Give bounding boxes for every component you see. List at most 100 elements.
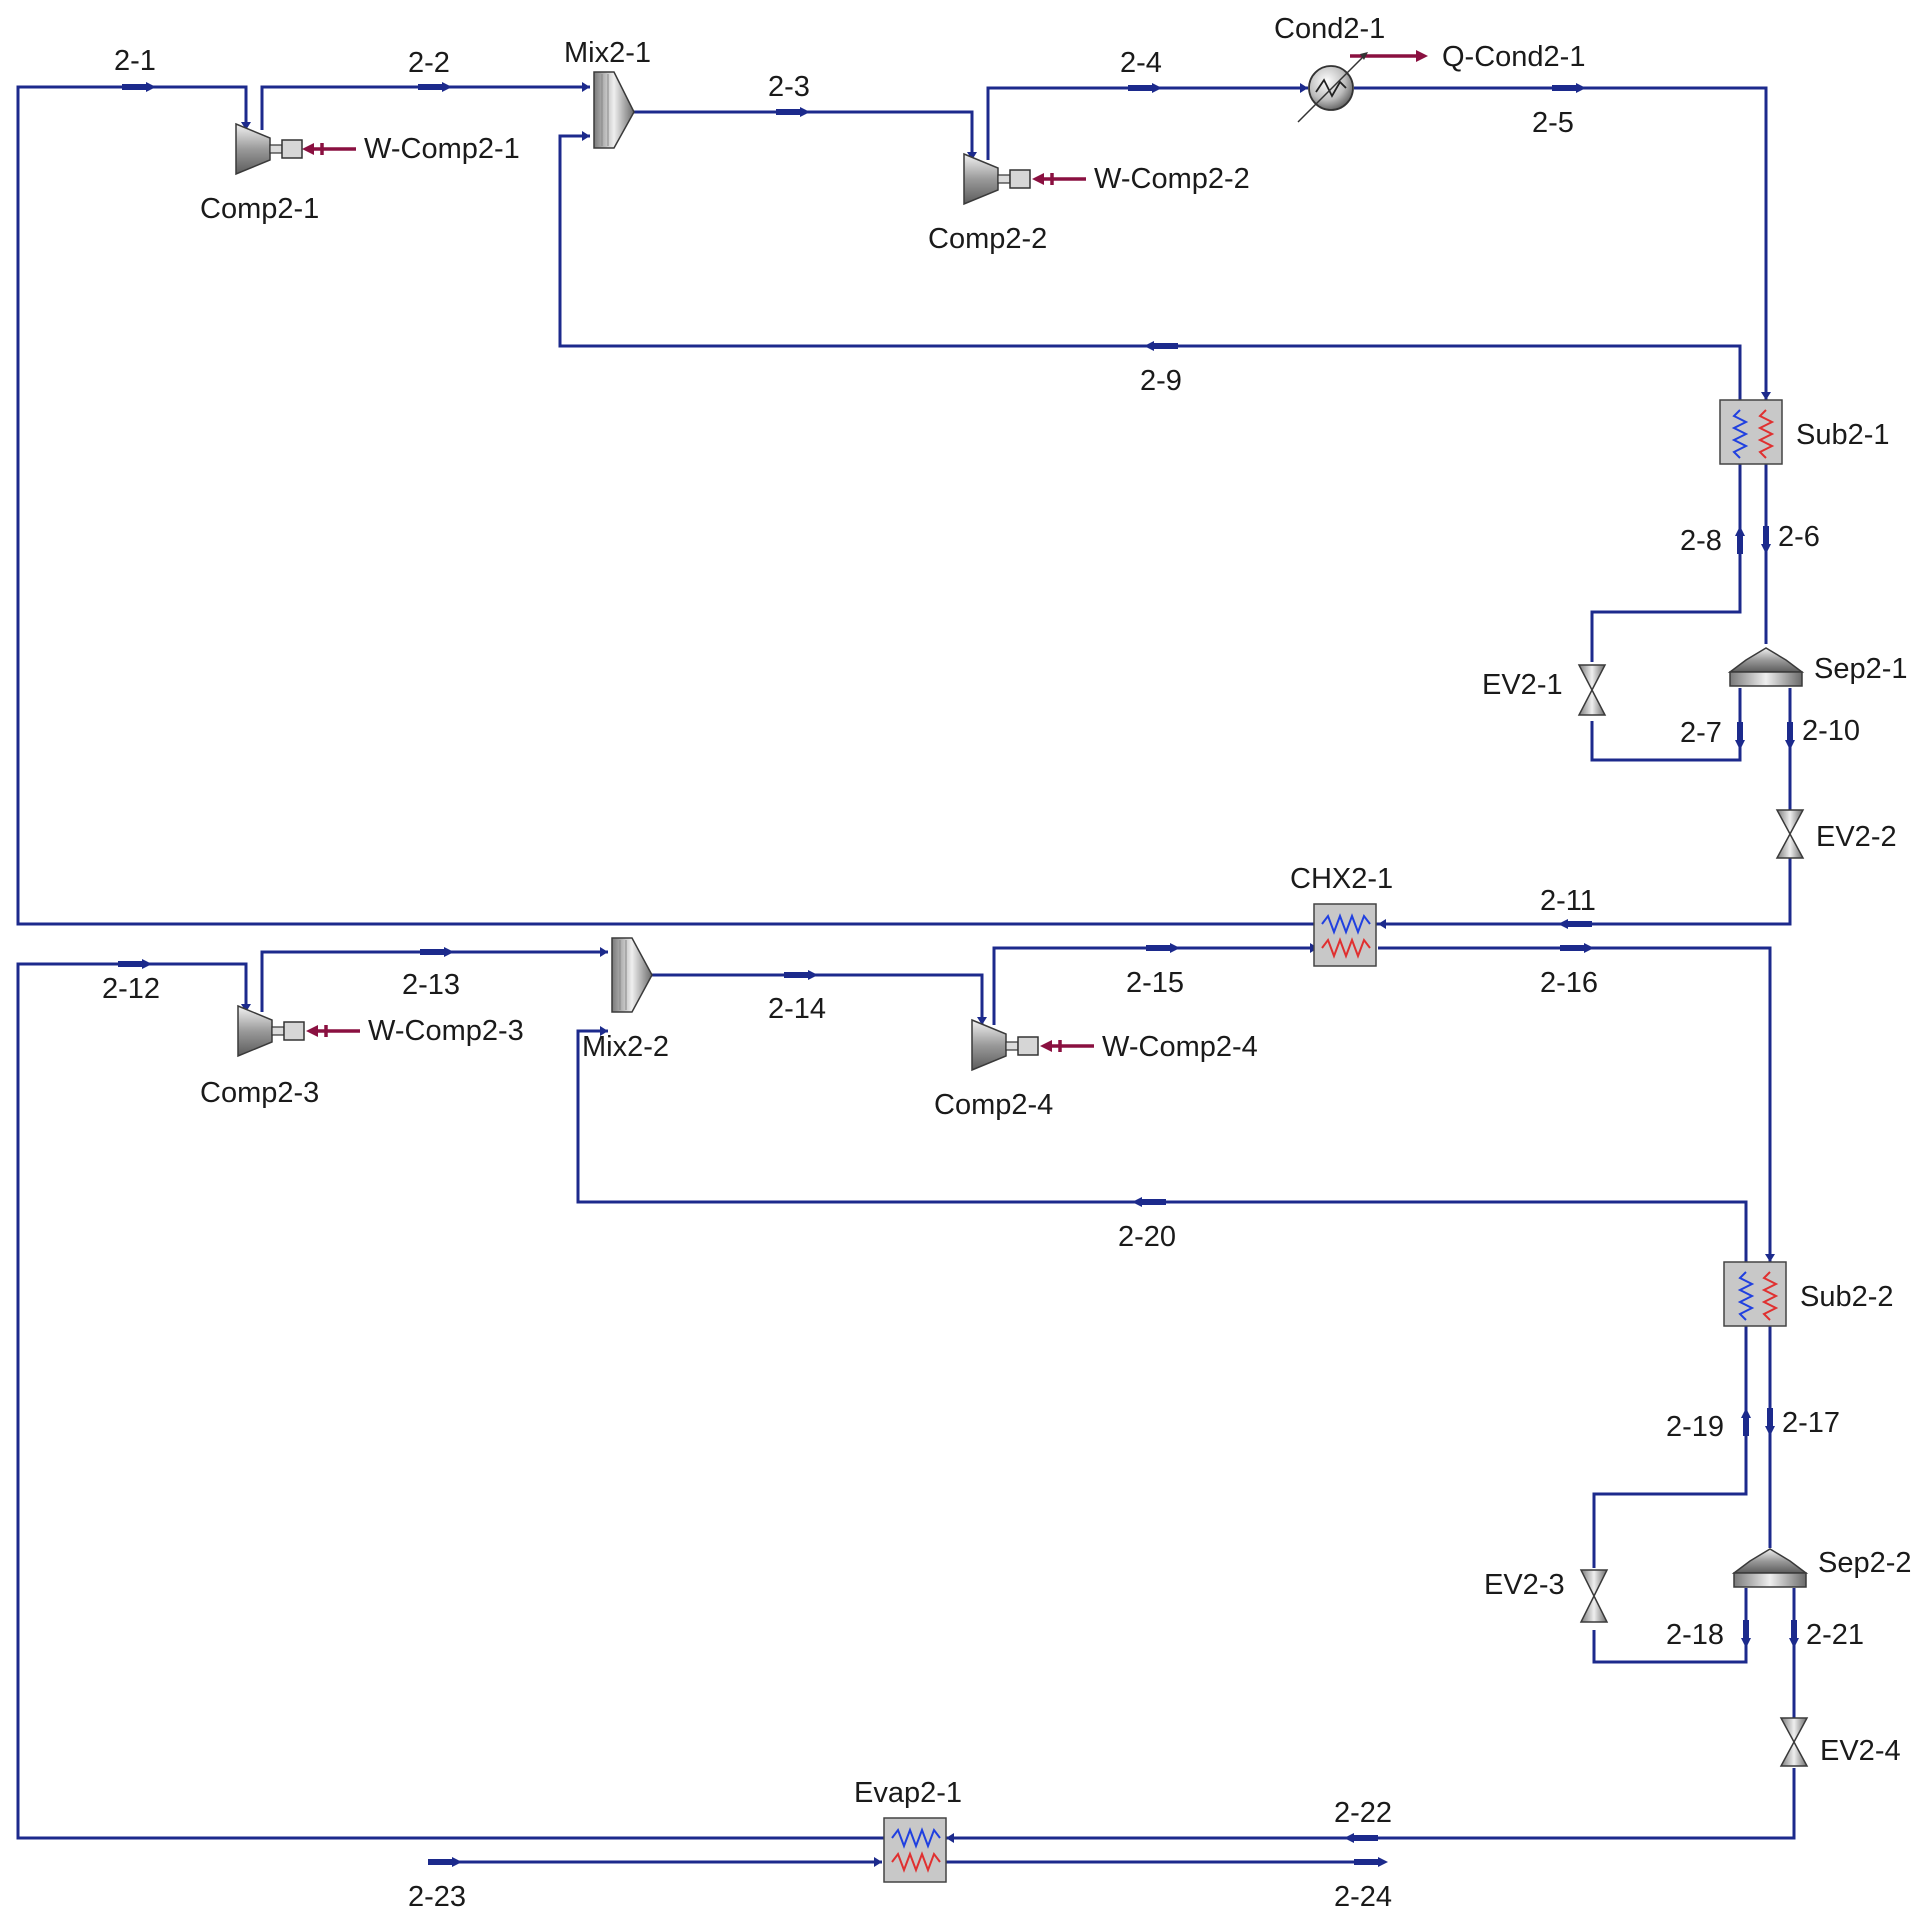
- valve-ev2-3[interactable]: [1579, 1569, 1609, 1623]
- stream-label-2-2: 2-2: [408, 47, 450, 79]
- stream-2-14-line[interactable]: [650, 973, 984, 1025]
- compressor-icon: [971, 1018, 1007, 1072]
- flow-arrow-2-10: [1785, 722, 1795, 750]
- stream-2-2-line[interactable]: [260, 85, 590, 130]
- heat-exchanger-icon: [1723, 1261, 1787, 1327]
- flow-arrow-2-13: [420, 947, 454, 957]
- flow-arrow-2-3: [776, 107, 810, 117]
- mixer-icon: [593, 71, 635, 149]
- block-labels: Comp2-1 Comp2-2 Comp2-3 Comp2-4 Mix2-1 M…: [200, 13, 1912, 1809]
- compressor-comp2-2[interactable]: [963, 152, 1031, 206]
- energy-stream-w-comp2-4[interactable]: [1040, 1040, 1094, 1052]
- flow-arrow-2-18: [1741, 1620, 1751, 1648]
- stream-2-19-line[interactable]: [1592, 1325, 1748, 1568]
- energy-label-q-cond2-1: Q-Cond2-1: [1442, 41, 1585, 73]
- stream-2-16-line[interactable]: [1378, 946, 1772, 1262]
- energy-stream-w-comp2-2[interactable]: [1032, 173, 1086, 185]
- cascade-hx-chx2-1[interactable]: [1313, 903, 1377, 967]
- flash-drum-icon: [1731, 1548, 1809, 1574]
- mixer-mix2-1[interactable]: [593, 71, 635, 149]
- energy-label-w-comp2-4: W-Comp2-4: [1102, 1031, 1258, 1063]
- condenser-cond2-1[interactable]: [1297, 52, 1368, 123]
- block-label-sub2-2: Sub2-2: [1800, 1281, 1894, 1313]
- stream-label-2-13: 2-13: [402, 969, 460, 1001]
- energy-stream-q-cond2-1[interactable]: [1350, 50, 1428, 62]
- flow-arrow-2-5: [1552, 83, 1586, 93]
- block-label-comp2-1: Comp2-1: [200, 193, 319, 225]
- separator-sep2-1[interactable]: [1727, 647, 1805, 687]
- stream-label-2-18: 2-18: [1666, 1619, 1724, 1651]
- stream-2-8-line[interactable]: [1590, 464, 1742, 662]
- flow-markers: [118, 82, 1799, 1867]
- stream-label-2-23: 2-23: [408, 1881, 466, 1913]
- compressor-comp2-3[interactable]: [237, 1004, 305, 1058]
- stream-2-5-line[interactable]: [1354, 86, 1768, 400]
- stream-label-2-3: 2-3: [768, 71, 810, 103]
- stream-2-13-line[interactable]: [260, 950, 608, 1012]
- energy-label-w-comp2-1: W-Comp2-1: [364, 133, 520, 165]
- block-label-ev2-2: EV2-2: [1816, 821, 1897, 853]
- valve-ev2-1[interactable]: [1577, 664, 1607, 716]
- block-label-sep2-2: Sep2-2: [1818, 1547, 1912, 1579]
- compressor-comp2-4[interactable]: [971, 1018, 1039, 1072]
- stream-label-2-24: 2-24: [1334, 1881, 1392, 1913]
- mixer-mix2-2[interactable]: [611, 937, 653, 1013]
- compressor-icon: [963, 152, 999, 206]
- subcooler-sub2-1[interactable]: [1719, 399, 1783, 465]
- compressor-icon: [237, 1004, 273, 1058]
- subcooler-sub2-2[interactable]: [1723, 1261, 1787, 1327]
- energy-stream-w-comp2-3[interactable]: [306, 1025, 360, 1037]
- stream-label-2-15: 2-15: [1126, 967, 1184, 999]
- energy-stream-w-comp2-1[interactable]: [302, 143, 356, 155]
- stream-lines: [16, 85, 1796, 1864]
- stream-label-2-5: 2-5: [1532, 107, 1574, 139]
- compressor-comp2-1[interactable]: [235, 122, 303, 176]
- block-label-chx2-1: CHX2-1: [1290, 863, 1393, 895]
- stream-2-4-line[interactable]: [986, 86, 1308, 160]
- stream-label-2-14: 2-14: [768, 993, 826, 1025]
- flow-arrow-2-20: [1132, 1197, 1166, 1207]
- energy-label-w-comp2-2: W-Comp2-2: [1094, 163, 1250, 195]
- valve-icon: [1579, 1569, 1609, 1623]
- heat-exchanger-icon: [1313, 903, 1377, 967]
- separator-sep2-2[interactable]: [1731, 1548, 1809, 1588]
- stream-label-2-8: 2-8: [1680, 525, 1722, 557]
- flow-arrow-2-8: [1735, 526, 1745, 554]
- flow-arrow-2-11: [1558, 919, 1592, 929]
- valve-ev2-4[interactable]: [1779, 1717, 1809, 1767]
- stream-label-2-21: 2-21: [1806, 1619, 1864, 1651]
- stream-label-2-9: 2-9: [1140, 365, 1182, 397]
- stream-label-2-7: 2-7: [1680, 717, 1722, 749]
- valve-icon: [1779, 1717, 1809, 1767]
- stream-2-3-line[interactable]: [632, 110, 974, 160]
- flow-arrow-2-7: [1735, 722, 1745, 750]
- mixer-icon: [611, 937, 653, 1013]
- flow-arrow-2-12: [118, 959, 152, 969]
- flow-arrow-2-4: [1128, 83, 1162, 93]
- stream-2-9-line[interactable]: [558, 134, 1742, 400]
- flash-drum-icon: [1727, 647, 1805, 673]
- stream-2-20-line[interactable]: [576, 1029, 1748, 1262]
- stream-label-2-19: 2-19: [1666, 1411, 1724, 1443]
- energy-label-w-comp2-3: W-Comp2-3: [368, 1015, 524, 1047]
- flow-arrow-2-6: [1761, 526, 1771, 554]
- energy-labels: W-Comp2-1 W-Comp2-2 W-Comp2-3 W-Comp2-4 …: [364, 41, 1585, 1063]
- block-label-comp2-4: Comp2-4: [934, 1089, 1053, 1121]
- block-label-ev2-3: EV2-3: [1484, 1569, 1565, 1601]
- heat-exchanger-icon: [883, 1817, 947, 1883]
- block-label-ev2-4: EV2-4: [1820, 1735, 1901, 1767]
- valve-ev2-2[interactable]: [1775, 809, 1805, 859]
- compressor-icon: [235, 122, 271, 176]
- stream-2-22-line[interactable]: [946, 1768, 1796, 1840]
- stream-label-2-20: 2-20: [1118, 1221, 1176, 1253]
- block-label-mix2-1: Mix2-1: [564, 37, 651, 69]
- stream-label-2-22: 2-22: [1334, 1797, 1392, 1829]
- block-label-mix2-2: Mix2-2: [582, 1031, 669, 1063]
- stream-2-11-line[interactable]: [1378, 845, 1792, 926]
- flow-arrow-2-16: [1560, 943, 1594, 953]
- block-label-evap2-1: Evap2-1: [854, 1777, 962, 1809]
- evaporator-evap2-1[interactable]: [883, 1817, 947, 1883]
- flow-arrow-2-17: [1765, 1408, 1775, 1436]
- stream-2-15-line[interactable]: [992, 946, 1318, 1025]
